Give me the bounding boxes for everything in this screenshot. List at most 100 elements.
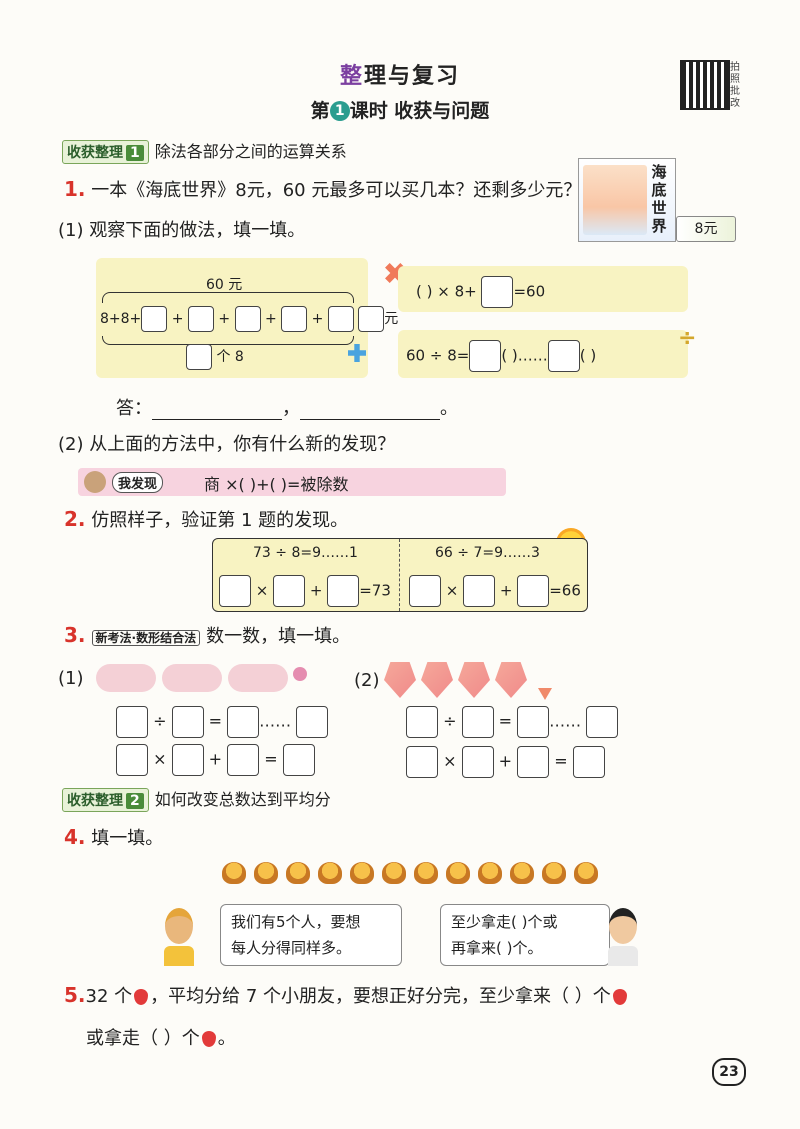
answer-box[interactable] (227, 706, 260, 738)
answer-box[interactable] (461, 706, 494, 738)
method-badge: 新考法·数形结合法 (91, 630, 201, 646)
strawberry-icon (201, 1031, 216, 1047)
answer-box[interactable] (186, 344, 212, 370)
tarts-row (218, 862, 602, 888)
verify-panel: 73 ÷ 8=9……1 × + =73 66 ÷ 7=9……3 × + =66 (212, 538, 588, 612)
discover-text[interactable]: 商 ×( )+( )=被除数 (204, 475, 349, 494)
answer-box[interactable] (171, 744, 204, 776)
answer-box[interactable] (547, 340, 580, 372)
answer-box[interactable] (481, 276, 514, 308)
answer-line[interactable] (300, 401, 440, 420)
answer-box[interactable] (227, 744, 260, 776)
answer-box[interactable] (296, 706, 329, 738)
answer-box[interactable] (409, 575, 441, 607)
lesson-number: 1 (329, 101, 350, 121)
strawberry-icon (134, 989, 149, 1005)
multiplication-panel: ( ) × 8+ =60 (398, 266, 688, 312)
q3-label-1: (1) (58, 668, 84, 689)
answer-box[interactable] (282, 744, 315, 776)
page-title: 整理与复习 (339, 64, 461, 89)
divide-icon: ÷ (678, 326, 697, 351)
discovery-bar: 我发现 商 ×( )+( )=被除数 (78, 468, 506, 496)
egg-tart-icon (542, 862, 566, 884)
answer-box[interactable] (327, 306, 354, 332)
answer-box[interactable] (463, 575, 496, 607)
q3-1-division: ÷ = …… (116, 706, 329, 738)
question-5-line-2: 或拿走（ ）个。 (86, 1028, 236, 1049)
example-left: 73 ÷ 8=9……1 (253, 545, 358, 561)
answer-box[interactable] (406, 706, 438, 738)
answer-box[interactable] (469, 340, 502, 372)
boy-right-illustration (604, 908, 642, 966)
answer-box[interactable] (171, 706, 204, 738)
answer-box[interactable] (234, 306, 261, 332)
egg-tart-icon (286, 862, 310, 884)
verify-divider (399, 539, 400, 611)
egg-tart-icon (510, 862, 534, 884)
q3-2-check: × + = (406, 746, 605, 778)
question-4: 4. 填一填。 (64, 825, 164, 849)
egg-tart-icon (574, 862, 598, 884)
answer-box[interactable] (517, 746, 550, 778)
question-2: 2. 仿照样子，验证第 1 题的发现。 (64, 507, 349, 531)
egg-tart-icon (254, 862, 278, 884)
egg-tart-icon (350, 862, 374, 884)
answer-line[interactable] (152, 401, 282, 420)
q3-label-2: (2) (354, 670, 380, 691)
answer-box[interactable] (406, 746, 438, 778)
multiplication-equation: ( ) × 8+ =60 (416, 276, 545, 308)
discover-label: 我发现 (112, 472, 164, 493)
qr-code[interactable] (680, 60, 730, 110)
answer-box[interactable] (461, 746, 494, 778)
egg-tart-icon (222, 862, 246, 884)
addition-row: 8+8+ + + + + 元 (100, 306, 398, 332)
answer-box[interactable] (327, 575, 360, 607)
answer-box[interactable] (273, 575, 306, 607)
top-brace (102, 292, 354, 303)
answer-box[interactable] (358, 306, 385, 332)
answer-box[interactable] (219, 575, 251, 607)
answer-box[interactable] (517, 706, 550, 738)
question-1: 1. 一本《海底世界》8元，60 元最多可以买几本？还剩多少元？ (64, 177, 582, 201)
addition-panel: 60 元 8+8+ + + + + 元 个 8 (96, 258, 398, 378)
q1-answer: 答：，。 (116, 398, 458, 420)
q1-sub1: (1) 观察下面的做法，填一填。 (58, 220, 306, 241)
q1-sub2: (2) 从上面的方法中，你有什么新的发现？ (58, 434, 396, 455)
division-equation: 60 ÷ 8=( )……( ) (406, 340, 596, 372)
egg-tart-icon (446, 862, 470, 884)
book-illustration: 海底世界 (578, 158, 676, 242)
speech-bubble-left: 我们有5个人，要想每人分得同样多。 (220, 904, 402, 966)
egg-tart-icon (414, 862, 438, 884)
brace-label: 60 元 (206, 277, 243, 293)
answer-box[interactable] (572, 746, 605, 778)
example-right: 66 ÷ 7=9……3 (435, 545, 540, 561)
egg-tart-icon (382, 862, 406, 884)
child-icon (84, 471, 106, 493)
speech-bubble-right: 至少拿走( )个或再拿来( )个。 (440, 904, 610, 966)
boy-left-illustration (160, 908, 198, 966)
egg-tart-icon (478, 862, 502, 884)
verify-left: × + =73 (219, 575, 391, 607)
answer-box[interactable] (141, 306, 168, 332)
answer-box[interactable] (116, 706, 148, 738)
count-row: 个 8 (186, 344, 244, 370)
answer-box[interactable] (281, 306, 308, 332)
question-3: 3.新考法·数形结合法数一数，填一填。 (64, 623, 351, 647)
verify-right: × + =66 (409, 575, 581, 607)
qr-caption: 拍照批改 (730, 62, 740, 109)
question-5: 5.32 个，平均分给 7 个小朋友，要想正好分完，至少拿来（ ）个 (64, 982, 629, 1008)
q3-1-check: × + = (116, 744, 315, 776)
division-panel: 60 ÷ 8=( )……( ) (398, 330, 688, 378)
page-number: 23 (712, 1058, 746, 1086)
answer-box[interactable] (116, 744, 148, 776)
q3-2-division: ÷ = …… (406, 706, 619, 738)
answer-box[interactable] (586, 706, 619, 738)
cupcakes-picture (96, 660, 312, 696)
answer-box[interactable] (187, 306, 214, 332)
answer-box[interactable] (517, 575, 550, 607)
strawberry-icon (612, 989, 627, 1005)
triangles-picture (384, 662, 552, 702)
